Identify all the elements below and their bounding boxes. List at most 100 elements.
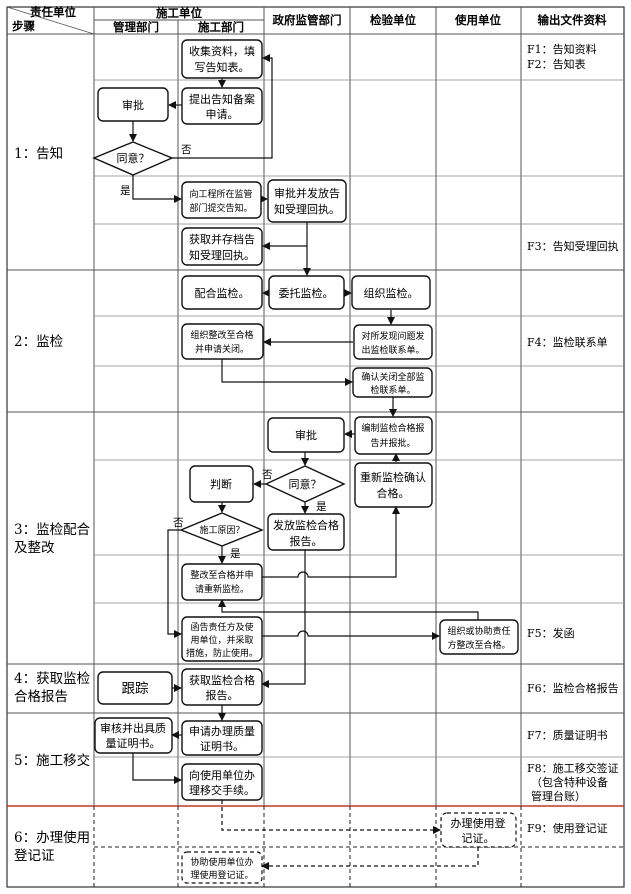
node-judge-text: 判断 [210,477,232,491]
node-approve1 [97,87,169,122]
node-reconfirm-text-1: 重新监检确认 [360,470,426,484]
node-get-report [181,668,263,706]
node-rectify-retest-text-2: 请重新监检。 [195,583,249,595]
node-agree2-text: 同意？ [289,477,322,491]
header-resp-unit: 责任单位 [30,5,76,19]
node-cooperate-text: 配合监检。 [195,286,250,300]
header-output-docs: 输出文件资料 [538,13,607,27]
node-apply-record [181,87,263,125]
node-prepare-report-text-2: 告并报批。 [370,437,415,449]
node-agree2-diamond [264,465,346,503]
output-f6: F6：监检合格报告 [527,681,619,695]
step-5-label: 5：施工移交 [14,752,90,769]
node-assist-register-text-1: 协助使用单位办 [190,856,253,868]
node-review-cert-text-1: 审核并出具质 [100,721,166,735]
node-get-report-text-1: 获取监检合格 [189,673,255,687]
table-header: 责任单位 步骤 施工单位 管理部门 施工部门 政府监管部门 检验单位 使用单位 … [6,5,607,35]
node-get-report-text-2: 报告。 [206,688,239,702]
nodes: 收集资料，填 写告知表。 审批 提出告知备案 申请。 同意？ 否 是 向工程所在… [92,39,519,884]
node-notify-letter [181,616,263,662]
node-issue-report-text-2: 报告。 [290,534,323,548]
step-4-label-line2: 合格报告 [14,689,68,705]
node-assist-rectify-text-1: 组织或协助责任 [447,625,510,637]
step-labels: 1：告知 2：监检 3：监检配合 及整改 4：获取监检 合格报告 5：施工移交 … [14,145,91,864]
node-issue-report [267,513,345,551]
label-no-3: 否 [173,517,184,529]
node-confirm-close-text-2: 检联系单。 [370,384,415,396]
node-collect [181,39,263,79]
node-notify-letter-text-1: 函告责任方及使 [190,621,253,633]
header-step: 步骤 [12,19,35,33]
node-reconfirm [354,462,433,508]
header-gov-dept: 政府监管部门 [273,13,342,27]
node-issue-report-text-1: 发放监检合格 [273,518,339,532]
node-approve1-text: 审批 [122,98,144,112]
node-agree1-diamond [92,141,174,176]
node-gov-approve [267,179,347,223]
output-f7: F7：质量证明书 [527,729,608,742]
step-4-label-line1: 4：获取监检 [14,671,91,687]
node-reconfirm-text-2: 合格。 [377,486,410,500]
step-1-label: 1：告知 [14,145,63,162]
output-f9: F9：使用登记证 [527,821,608,835]
connectors [129,54,479,870]
node-issue-contact [353,324,433,360]
node-apply-cert-text-2: 证明书。 [200,740,244,753]
output-f4: F4：监检联系单 [527,335,608,349]
node-prepare-report-text-1: 编制监检合格报 [361,422,424,434]
node-apply-record-text-1: 提出告知备案 [189,92,255,106]
node-track-text: 跟踪 [122,681,149,697]
node-gov-approve-text-1: 审批并发放告 [274,186,340,200]
node-issue-contact-text-2: 出监检联系单。 [361,344,424,356]
node-assist-rectify-text-2: 方整改至合格。 [447,639,510,651]
node-prepare-report [354,416,433,455]
node-cause-text: 施工原因？ [199,524,244,536]
label-yes-2: 是 [316,501,327,513]
node-rectify-close [181,323,264,360]
node-submit-notice [181,181,262,219]
node-apply-cert [181,720,263,756]
node-gov-approve-text-2: 知受理回执。 [274,202,340,216]
output-f1: F1：告知资料 [527,42,597,56]
label-no-1: 否 [181,144,192,156]
node-submit-notice-text-2: 部门提交告知。 [189,202,252,214]
node-cause-diamond [179,512,264,547]
node-cooperate [181,275,263,310]
output-f8-line3: 管理台账） [531,789,586,803]
node-register-text-2: 记证。 [462,832,495,845]
header-inspection-unit: 检验单位 [370,13,416,27]
step-2-label: 2：监检 [14,334,64,350]
node-rectify-close-text-2: 并申请关闭。 [195,343,249,355]
node-confirm-close-text-1: 确认关闭全部监 [361,371,424,383]
label-yes-3: 是 [230,548,241,560]
header-mgmt-dept: 管理部门 [113,20,159,34]
node-judge [189,465,254,503]
node-review-cert [94,717,173,754]
node-review-cert-text-2: 量证明书。 [106,737,161,750]
output-f3: F3：告知受理回执 [527,239,619,253]
node-org-inspect-text: 组织监检。 [364,286,419,300]
node-handover-text-2: 理移交手续。 [189,783,255,797]
step-6-label-line2: 登记证 [14,848,55,864]
output-f8-line2: （包含特种设备 [531,775,608,789]
header-user-unit: 使用单位 [454,13,501,27]
node-submit-notice-text-1: 向工程所在监管 [189,188,252,200]
node-assist-rectify [439,619,519,655]
node-issue-contact-text-1: 对所发现问题发 [361,330,424,342]
step-3-label-line2: 及整改 [14,540,55,556]
node-archive [181,227,263,266]
node-apply-record-text-2: 申请。 [206,108,239,121]
node-rectify-retest-text-1: 整改至合格并申 [190,569,253,581]
node-handover-text-1: 向使用单位办 [189,768,255,782]
output-f5: F5：发函 [527,626,575,640]
node-archive-text-2: 知受理回执。 [189,248,255,262]
output-f2: F2：告知表 [527,57,586,71]
header-construction-unit: 施工单位 [156,6,202,20]
node-apply-cert-text-1: 申请办理质量 [189,725,255,738]
node-approve2 [267,417,345,453]
node-org-inspect [351,275,431,310]
node-entrust [268,275,345,310]
node-rectify-close-text-1: 组织整改至合格 [190,329,253,341]
node-collect-text-2: 写告知表。 [195,60,250,74]
